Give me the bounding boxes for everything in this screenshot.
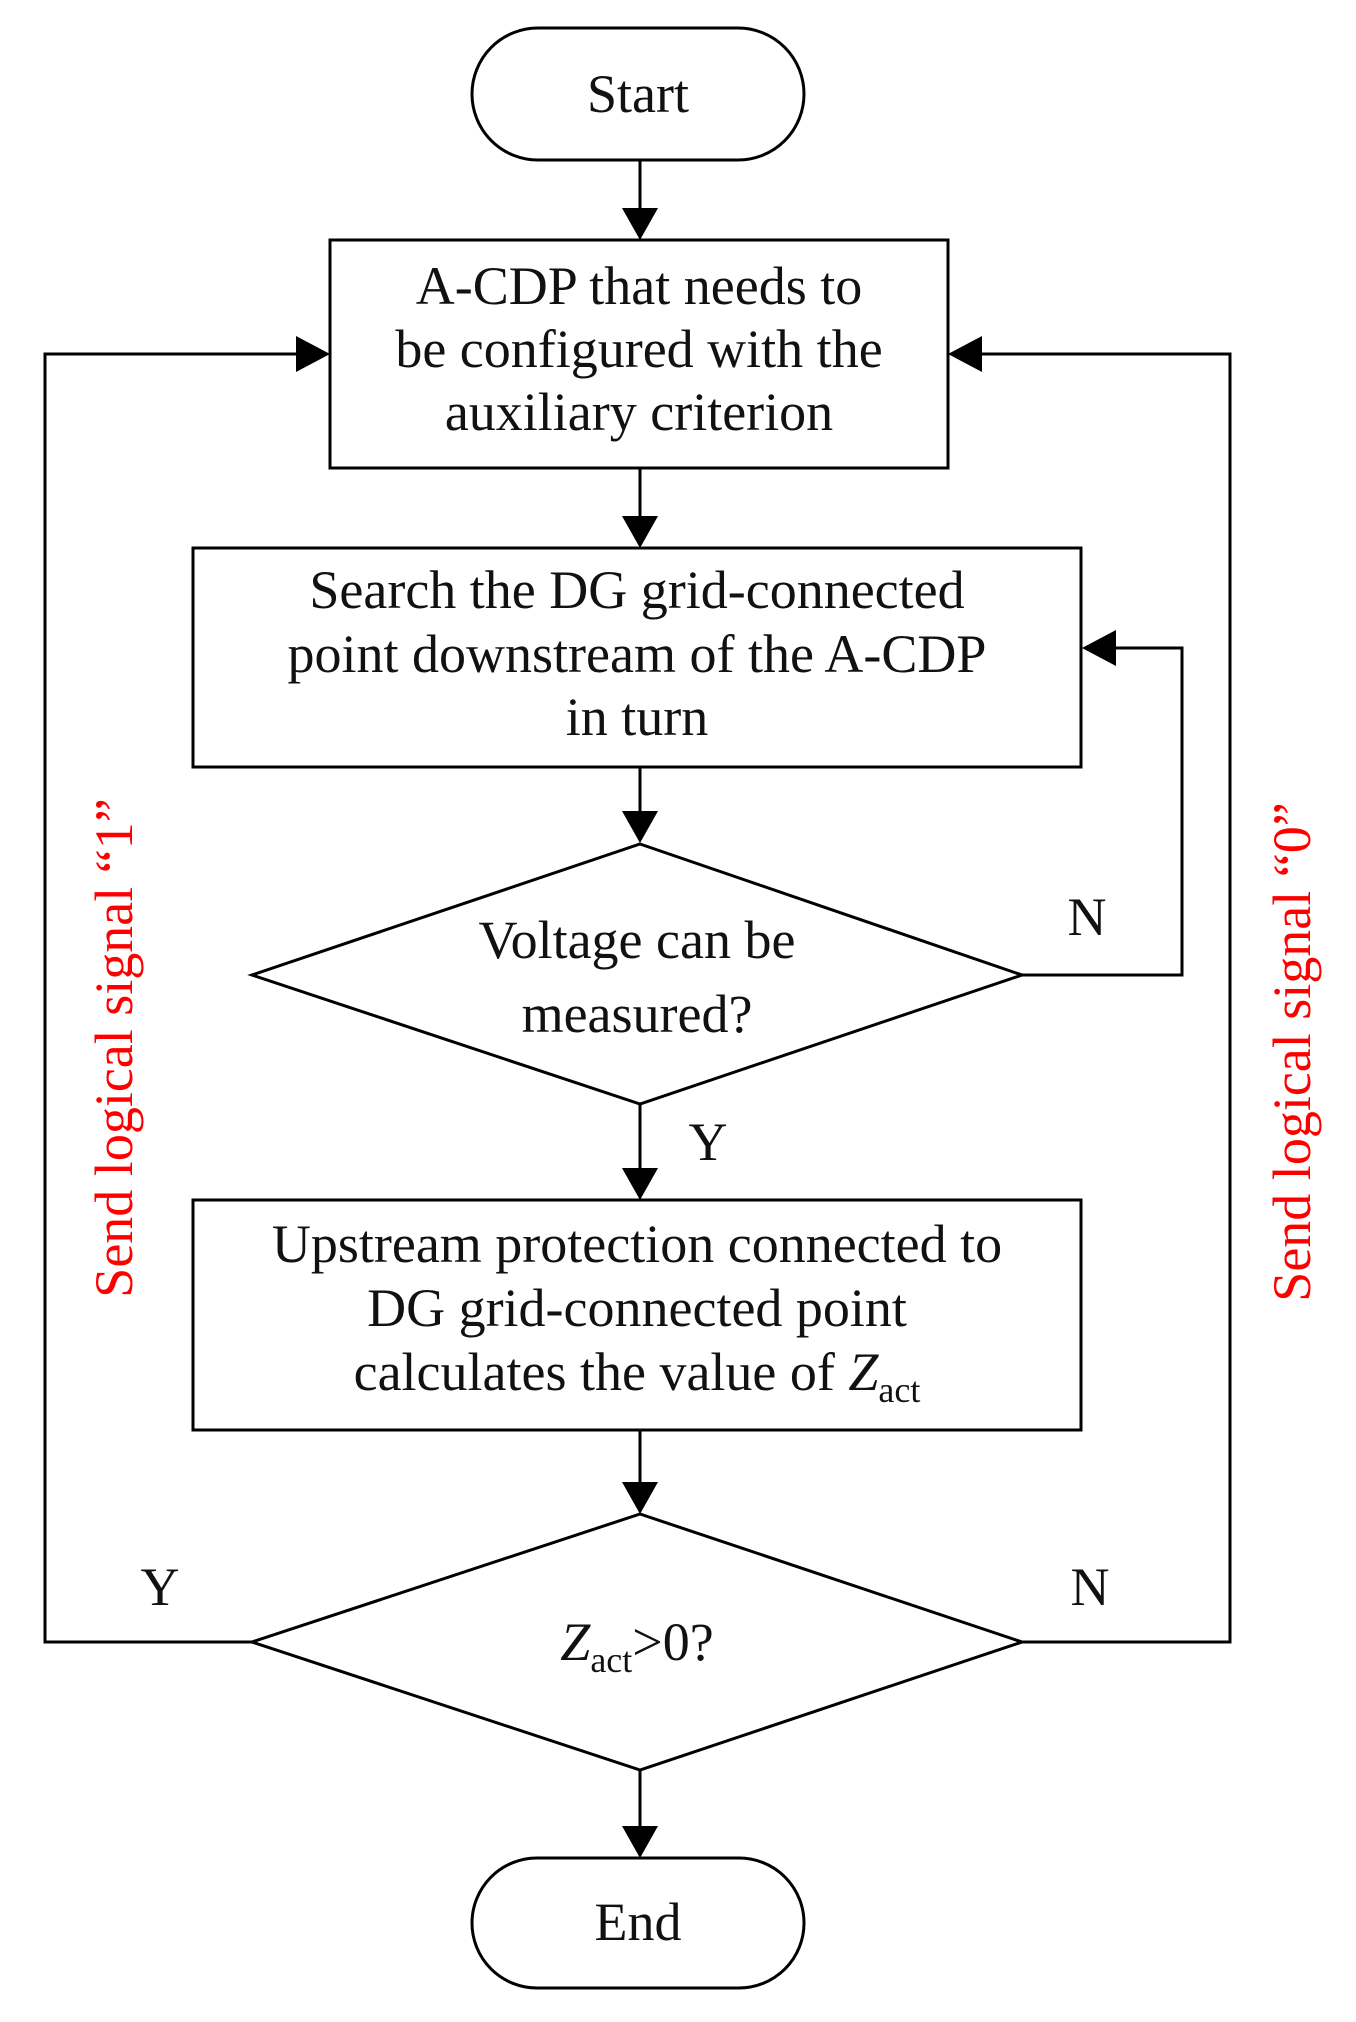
upstream-line-1: Upstream protection connected to (272, 1214, 1002, 1274)
search-node: Search the DG grid-connected point downs… (191, 546, 1083, 769)
config-box (328, 238, 950, 470)
search-line-3: in turn (566, 687, 709, 747)
edge-z-yes-loop (43, 352, 300, 1644)
edge-labels: N Y Y N (141, 887, 1110, 1617)
config-line-1: A-CDP that needs to (416, 256, 862, 316)
side-label-left-text: Send logical signal (84, 873, 144, 1297)
start-terminal (470, 26, 806, 162)
arrow-into-z (622, 1482, 658, 1514)
upstream-line-3: calculates the value of Zact (354, 1342, 921, 1410)
side-labels: Send logical signal “1” Send logical sig… (84, 798, 1322, 1301)
voltage-no-label: N (1068, 887, 1107, 947)
edge-z-no-loop (978, 352, 1232, 1644)
arrow-left-into-config (296, 336, 330, 372)
voltage-yes-label: Y (689, 1112, 728, 1172)
end-label: End (595, 1892, 682, 1952)
z-decision-node: Zact>0? (247, 1512, 1027, 1772)
side-label-right-quote: “0” (1262, 802, 1322, 877)
arrow-into-upstream (622, 1168, 658, 1200)
upstream-box (191, 1198, 1083, 1432)
config-line-2: be configured with the (395, 319, 882, 379)
search-box (191, 546, 1083, 769)
z-symbol: Z (848, 1342, 879, 1402)
voltage-line-1: Voltage can be (479, 910, 796, 970)
upstream-line-3-text: calculates the value of (354, 1342, 849, 1402)
arrow-into-config (622, 208, 658, 240)
z-yes-label: Y (141, 1557, 180, 1617)
z-decision-label: Zact>0? (560, 1612, 713, 1680)
arrow-into-voltage (622, 811, 658, 843)
start-label: Start (587, 64, 689, 124)
z-decision-symbol: Z (560, 1612, 591, 1672)
side-label-right-text: Send logical signal (1262, 877, 1322, 1301)
side-label-right: Send logical signal “0” (1262, 802, 1322, 1301)
edge-voltage-no-loop (1022, 646, 1184, 977)
upstream-node: Upstream protection connected to DG grid… (191, 1198, 1083, 1432)
voltage-decision-diamond (247, 842, 1027, 1106)
arrow-right-into-config (948, 336, 982, 372)
arrow-loop-into-search (1082, 630, 1116, 666)
side-label-left-quote: “1” (84, 798, 144, 873)
z-decision-subscript: act (590, 1640, 632, 1680)
z-no-label: N (1071, 1557, 1110, 1617)
search-line-1: Search the DG grid-connected (309, 560, 964, 620)
start-node: Start (470, 26, 806, 162)
z-subscript: act (878, 1370, 920, 1410)
voltage-line-2: measured? (522, 984, 753, 1044)
search-line-2: point downstream of the A-CDP (288, 624, 987, 684)
end-terminal (470, 1856, 806, 1990)
side-label-left: Send logical signal “1” (84, 798, 144, 1297)
voltage-decision-node: Voltage can be measured? (247, 842, 1027, 1106)
z-decision-diamond (247, 1512, 1027, 1772)
end-node: End (470, 1856, 806, 1990)
config-line-3: auxiliary criterion (445, 382, 833, 442)
config-node: A-CDP that needs to be configured with t… (328, 238, 950, 470)
arrow-into-end (622, 1826, 658, 1858)
arrow-into-search (622, 516, 658, 548)
upstream-line-2: DG grid-connected point (367, 1278, 907, 1338)
connectors (43, 160, 1232, 1858)
z-decision-suffix: >0? (632, 1612, 713, 1672)
